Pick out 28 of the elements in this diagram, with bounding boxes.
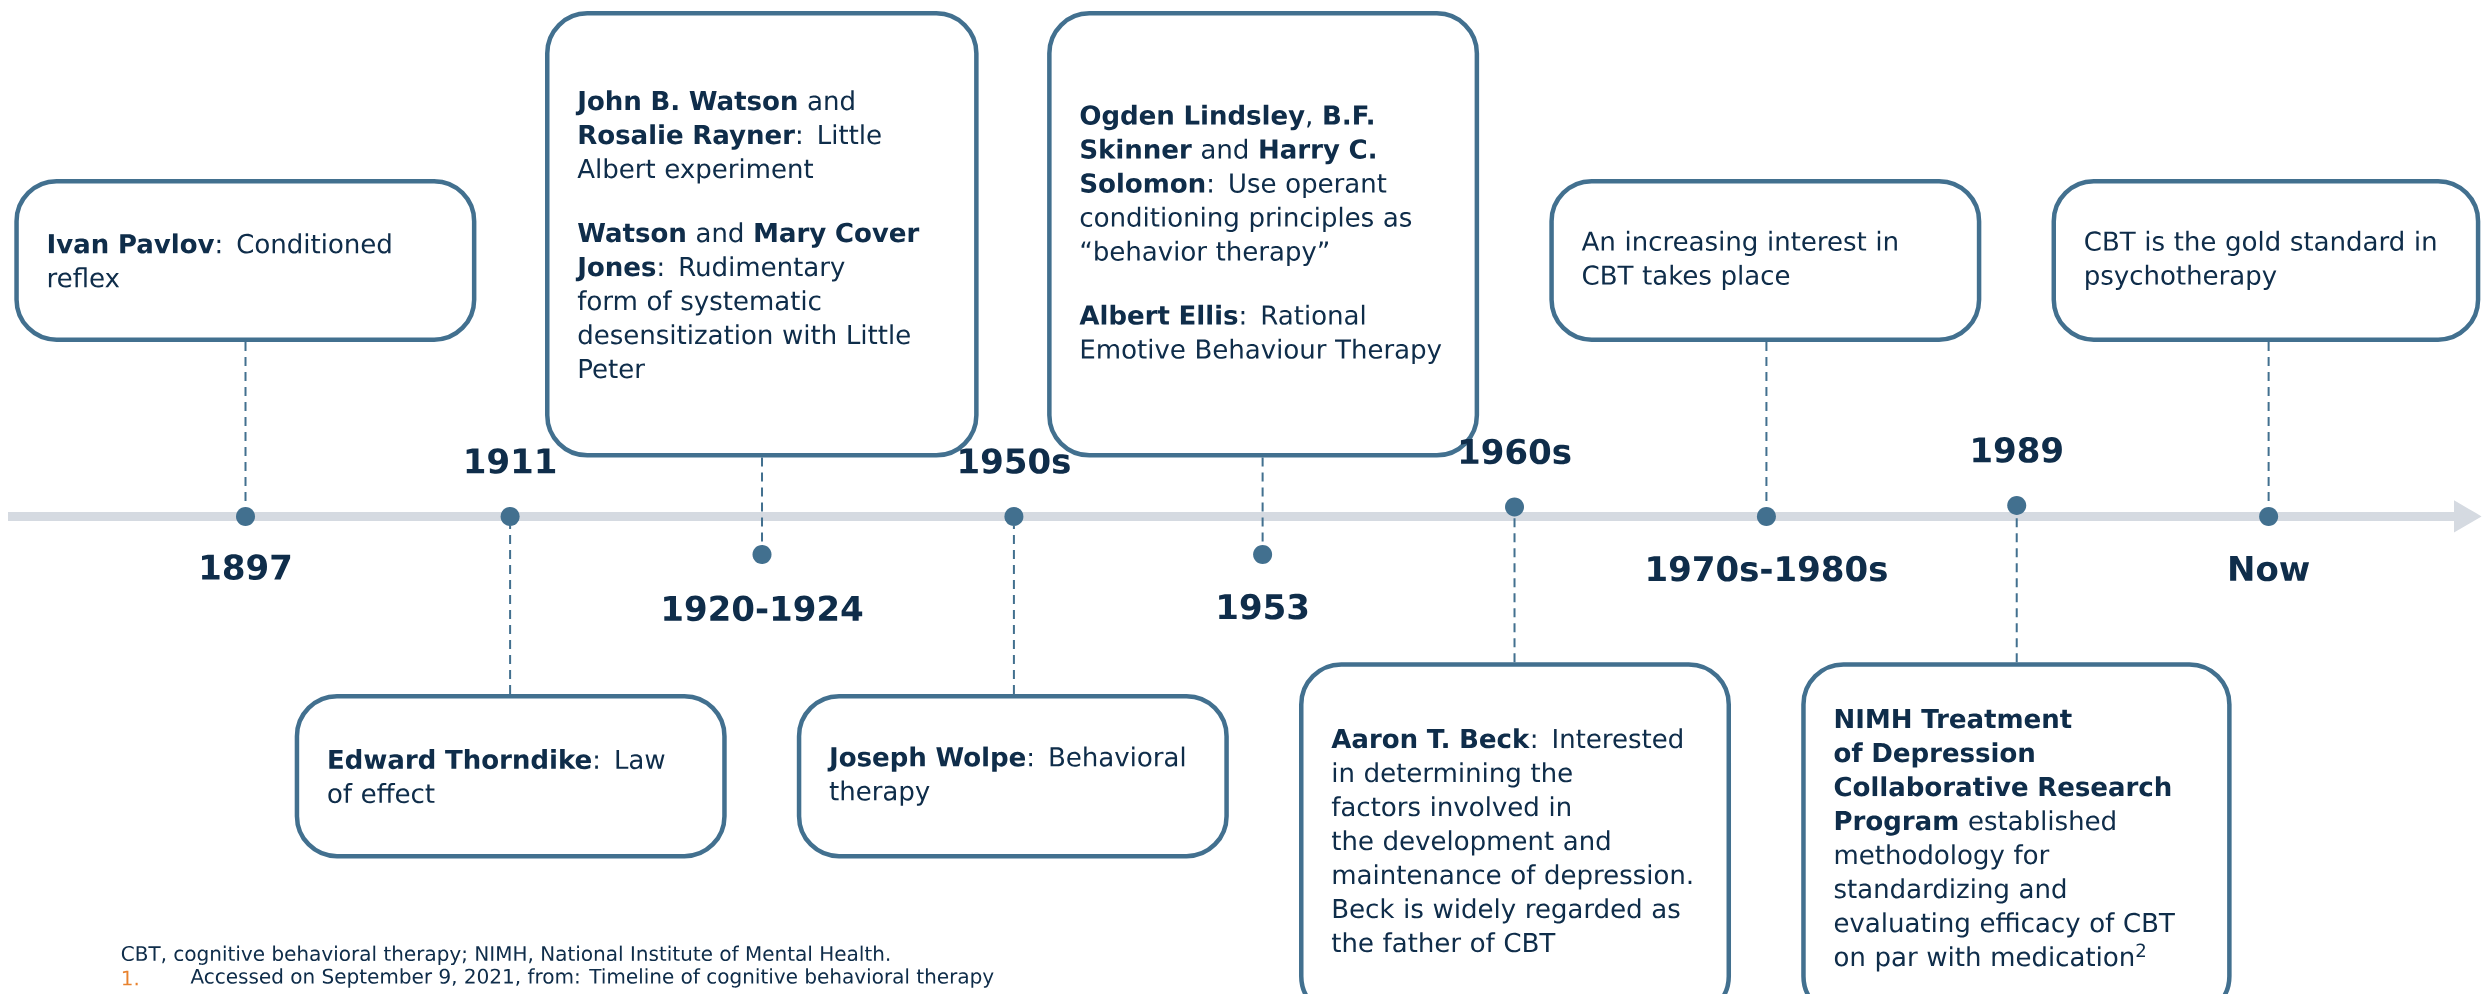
timeline-dot bbox=[2259, 506, 2279, 526]
footnote: Accessed on September 9, 2021, from: Timeline of cognitive behavioral therapy bbox=[190, 968, 994, 988]
year-label: 1920-1924 bbox=[664, 595, 863, 622]
leader-line bbox=[1012, 525, 1015, 695]
year-label: 1953 bbox=[1219, 593, 1308, 620]
year-label: 1970s-1980s bbox=[1648, 555, 1887, 582]
leader-line bbox=[509, 525, 512, 695]
footnote: CBT, cognitive behavioral therapy; NIMH, National Institute of Mental Health. bbox=[121, 945, 890, 965]
timeline-dot bbox=[1253, 545, 1273, 564]
milestone-box: CBT is the gold standard in psychotherapy bbox=[2051, 179, 2481, 342]
milestone-box: Edward Thorndike: Law of effect bbox=[294, 693, 727, 859]
year-label: Now bbox=[2230, 556, 2310, 582]
timeline-dot bbox=[1004, 506, 1024, 526]
timeline-dot bbox=[500, 506, 520, 526]
timeline-dot bbox=[752, 545, 772, 564]
year-label: 1989 bbox=[1973, 437, 2062, 463]
milestone-box: Aaron T. Beck: Interested in determining the factors involved in the development and maintenance of depression. Beck is widely regarded as the father of CBT bbox=[1299, 662, 1731, 994]
milestone-box: Joseph Wolpe: Behavioral therapy bbox=[796, 693, 1229, 859]
milestone-box: NIMH Treatment of Depression Collaborative Research Program established methodology for standardizing and evaluating efficacy of CBT on par with medication$^{2}$ bbox=[1801, 662, 2232, 994]
year-label: 1897 bbox=[202, 554, 291, 580]
timeline-dot bbox=[1505, 497, 1524, 517]
timeline-dot bbox=[2007, 495, 2027, 515]
timeline-dot bbox=[236, 506, 255, 526]
footnote-number: 1. bbox=[122, 970, 138, 986]
milestone-box: An increasing interest in CBT takes place bbox=[1549, 179, 1982, 342]
timeline-dot bbox=[1756, 506, 1776, 526]
leader-line bbox=[1513, 515, 1516, 664]
milestone-box: Ivan Pavlov: Conditioned reflex bbox=[14, 179, 477, 342]
